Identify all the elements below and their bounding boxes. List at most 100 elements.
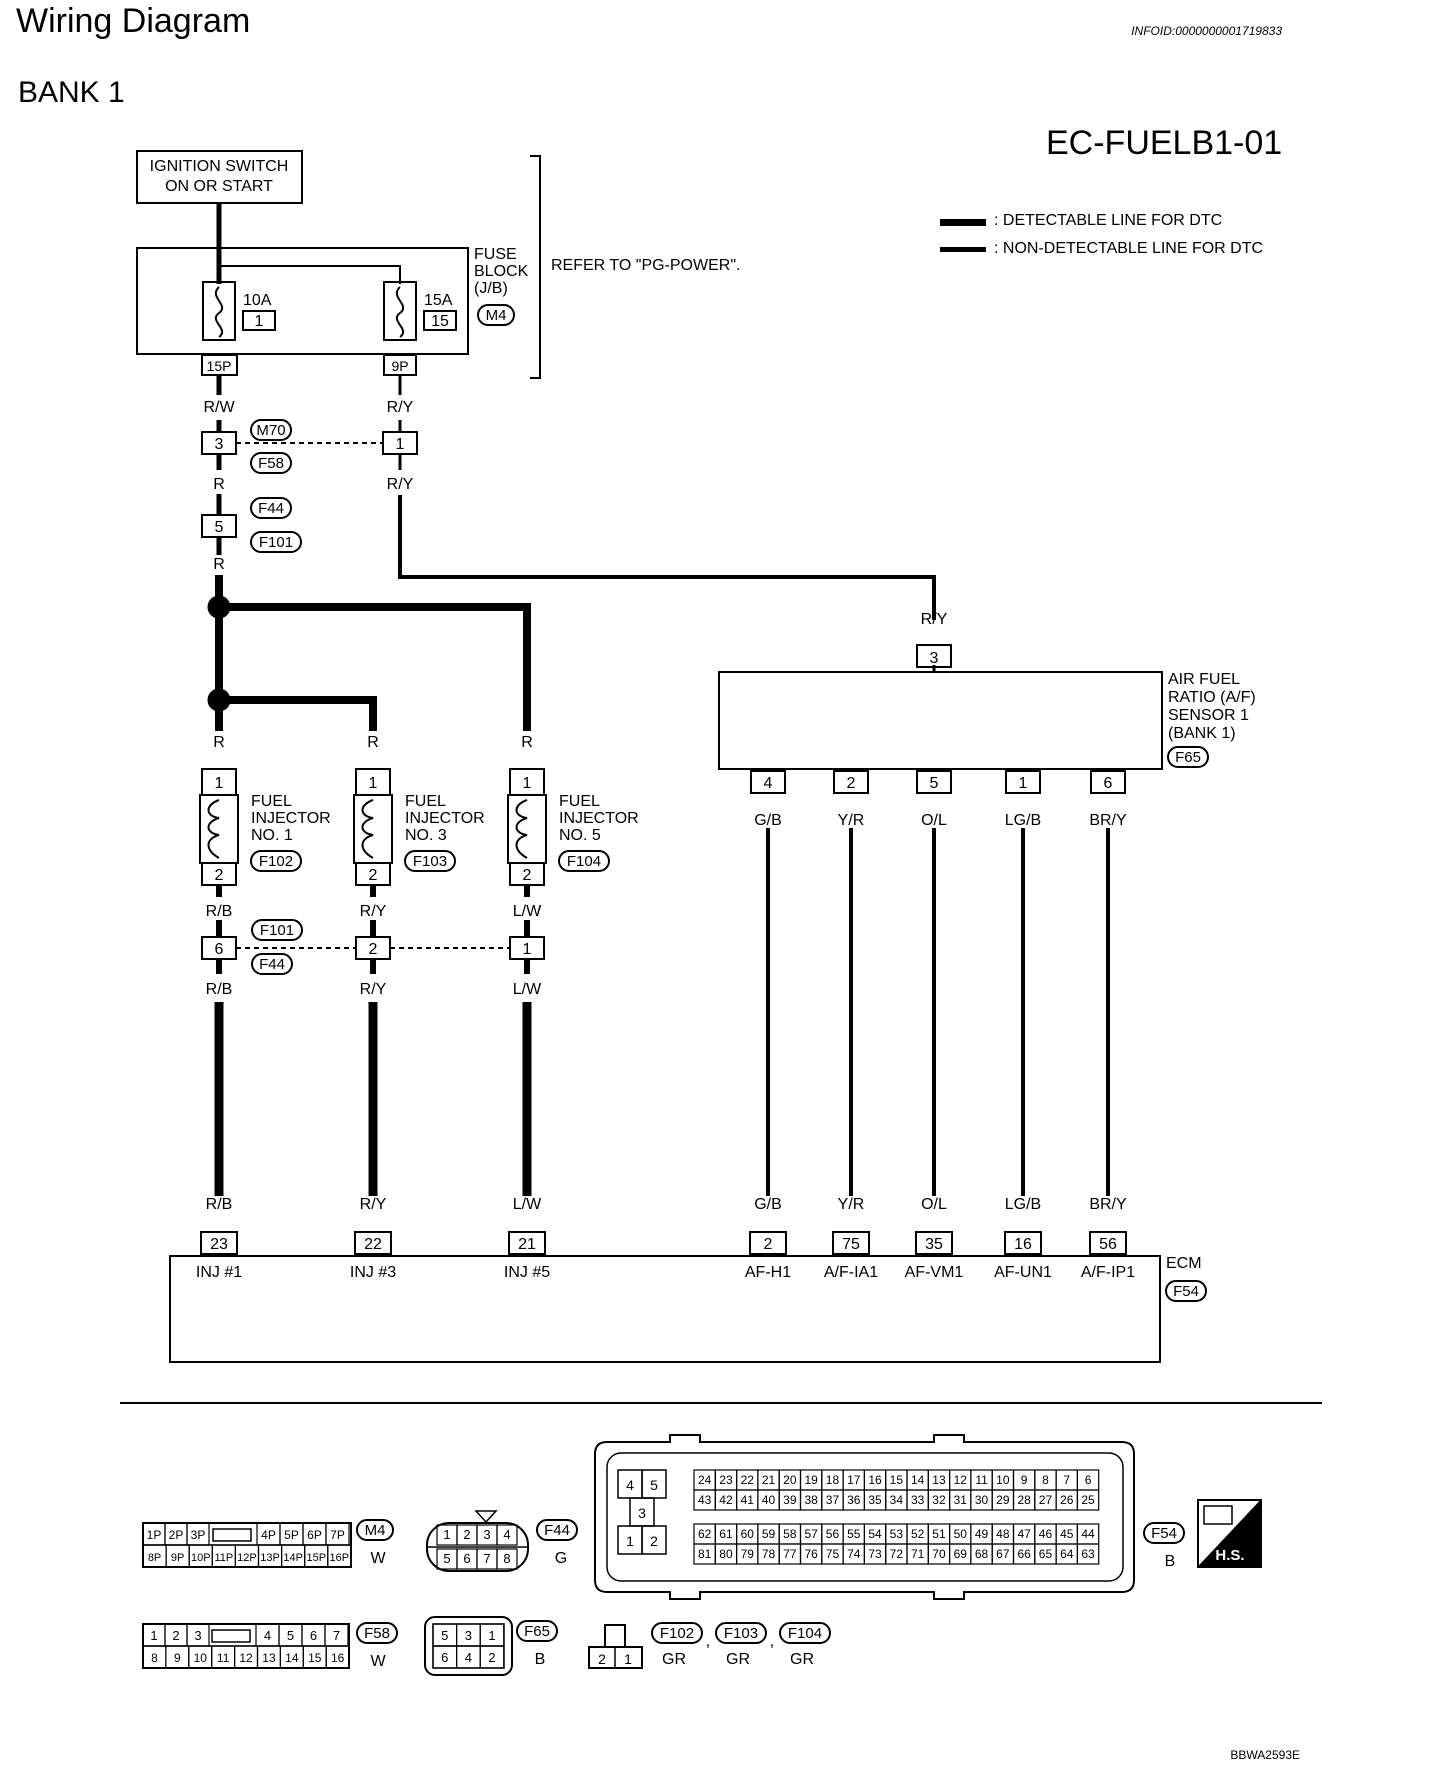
m4-pin <box>327 1544 352 1568</box>
f54-pin <box>1076 1489 1100 1511</box>
ecm-pin-box <box>1004 1231 1042 1255</box>
wire-label-ry: R/Y <box>387 476 414 493</box>
af-sensor-pin: 2 <box>847 775 856 792</box>
f54-pin-label: 74 <box>847 1547 861 1561</box>
f58-pin-label: 8 <box>151 1651 158 1665</box>
f54-pin-label: 59 <box>762 1527 776 1541</box>
fuse-terminal: 9P <box>391 358 408 374</box>
injector-pin: 2 <box>369 867 378 884</box>
af-sensor-box <box>718 671 1163 770</box>
m4-pin-label: 12P <box>237 1552 257 1564</box>
f54-pin-label: 18 <box>826 1473 840 1487</box>
f54-pin-label: 81 <box>698 1547 712 1561</box>
fuse-10a <box>202 281 236 341</box>
injector-label: NO. 3 <box>405 827 447 844</box>
connector-f101-label: F101 <box>260 922 294 939</box>
f54-pin-label: 16 <box>868 1473 882 1487</box>
f54-pin-label: 38 <box>804 1493 818 1507</box>
legend-detectable: : DETECTABLE LINE FOR DTC <box>994 212 1223 229</box>
ecm-pin-number: 56 <box>1099 1236 1117 1253</box>
ecm-pin-box <box>508 1231 546 1255</box>
fuse-terminal: 15P <box>207 358 232 374</box>
wire-label: G/B <box>754 812 782 829</box>
wire-label: R/B <box>206 903 233 920</box>
af-sensor-connector <box>1167 746 1209 768</box>
f44-pin-label: 5 <box>443 1551 450 1566</box>
ecm-pin-number: 22 <box>364 1236 382 1253</box>
f58-pin-label: 9 <box>174 1651 181 1665</box>
bank-label: BANK 1 <box>18 76 125 109</box>
f54-pin <box>1076 1543 1100 1565</box>
f58-pin-label: 10 <box>194 1651 208 1665</box>
face-injector <box>651 1622 703 1644</box>
f54-pin-label: 56 <box>826 1527 840 1541</box>
ecm-pin-number: 35 <box>925 1236 943 1253</box>
af-sensor-pin: 3 <box>930 650 939 667</box>
f54-pin-label: 44 <box>1081 1527 1095 1541</box>
fuse-number: 15 <box>431 313 449 330</box>
ecm-pin-number: 2 <box>764 1236 773 1253</box>
wire-label: LG/B <box>1005 812 1041 829</box>
f54-pin-label: 29 <box>996 1493 1010 1507</box>
ecm-pin-number: 21 <box>518 1236 536 1253</box>
af-sensor-pin-box <box>750 770 786 794</box>
f54-pin-label: 30 <box>975 1493 989 1507</box>
splice-point <box>207 688 231 712</box>
f54-pin-label: 76 <box>804 1547 818 1561</box>
ecm-pin-number: 16 <box>1014 1236 1032 1253</box>
f44-pin-label: 7 <box>483 1551 490 1566</box>
joint-pin: 6 <box>215 941 224 958</box>
f58-pin-label: 7 <box>333 1628 340 1643</box>
ignition-switch-label: ON OR START <box>165 178 273 195</box>
wire-label: R/B <box>206 1196 233 1213</box>
face-f65 <box>516 1620 558 1642</box>
face-color: GR <box>662 1651 686 1668</box>
face-color: B <box>1165 1553 1176 1570</box>
injector-5-body <box>507 794 547 864</box>
af-sensor-label: RATIO (A/F) <box>1168 689 1256 706</box>
af-sensor-pin-box <box>1090 770 1126 794</box>
diagram-code: EC-FUELB1-01 <box>1046 124 1283 162</box>
injector-connector <box>250 850 302 872</box>
wire-label: L/W <box>513 1196 542 1213</box>
f44-pin <box>496 1524 518 1546</box>
f54-pin-label: 28 <box>1017 1493 1031 1507</box>
f54-pin-label: 66 <box>1017 1547 1031 1561</box>
ecm-connector-label: F54 <box>1173 1283 1199 1300</box>
wire-label: R/Y <box>360 903 387 920</box>
fuse-10a-element <box>214 286 224 338</box>
f54-pin-label: 80 <box>719 1547 733 1561</box>
wire-label: LG/B <box>1005 1196 1041 1213</box>
ecm-pin-number: 75 <box>842 1236 860 1253</box>
f54-pin-label: 43 <box>698 1493 712 1507</box>
face-f44-label: F44 <box>544 1522 570 1539</box>
f54-pin-label: 52 <box>911 1527 925 1541</box>
ecm-pin-name: A/F-IP1 <box>1081 1264 1135 1281</box>
wire-label: G/B <box>754 1196 782 1213</box>
fuse-amp: 10A <box>243 292 272 309</box>
wire-label-rw: R/W <box>203 399 235 416</box>
injector-pin: 2 <box>523 867 532 884</box>
f54-pin-label: 37 <box>826 1493 840 1507</box>
injector-label: INJECTOR <box>251 810 331 827</box>
f54-pin-label: 65 <box>1039 1547 1053 1561</box>
m4-key <box>212 1528 252 1542</box>
f58-pin-label: 11 <box>217 1651 230 1665</box>
injector-connector-label: F102 <box>259 853 293 870</box>
ecm-pin-number: 23 <box>210 1236 228 1253</box>
f54-pin-label: 22 <box>741 1473 755 1487</box>
f54-pin-label: 20 <box>783 1473 797 1487</box>
f58-pin-label: 13 <box>262 1651 276 1665</box>
info-id: INFOID:0000000001719833 <box>1131 24 1282 38</box>
f54-pin-label: 15 <box>890 1473 904 1487</box>
connector-m70-label: M70 <box>256 422 285 439</box>
injector-pin: 2 <box>215 867 224 884</box>
injector-pin: 1 <box>369 775 378 792</box>
f54-pin-label: 39 <box>783 1493 797 1507</box>
f58-pin-label: 3 <box>194 1628 201 1643</box>
injector-connector <box>404 850 456 872</box>
connector-icon <box>1203 1505 1233 1525</box>
f54-pin-label: 27 <box>1039 1493 1053 1507</box>
af-sensor-pin: 5 <box>930 775 939 792</box>
f54-pin-label: 79 <box>741 1547 755 1561</box>
